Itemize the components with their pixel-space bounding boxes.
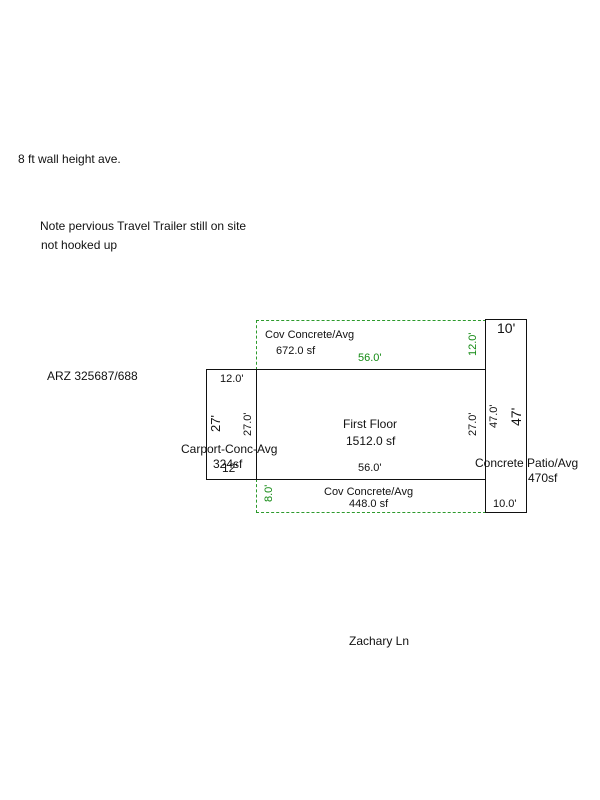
cov-bottom-label: Cov Concrete/Avg xyxy=(324,486,414,498)
street-name: Zachary Ln xyxy=(349,634,410,648)
wall-height-note: 8 ft wall height ave. xyxy=(18,152,121,166)
parcel-number: ARZ 325687/688 xyxy=(47,369,138,383)
cov-top-label: Cov Concrete/Avg xyxy=(265,329,355,341)
first-floor-label: First Floor xyxy=(343,417,397,431)
first-floor-depth-dim: 27.0' xyxy=(467,412,479,436)
first-floor-area: 1512.0 sf xyxy=(346,434,396,448)
carport-area xyxy=(206,369,257,480)
carport-label: Carport-Conc-Avg xyxy=(181,442,278,456)
cov-top-area: 672.0 sf xyxy=(276,345,316,357)
carport-depth-right-dim: 27.0' xyxy=(242,412,254,436)
concrete-patio-area xyxy=(485,319,527,513)
first-floor-width-bottom-dim: 56.0' xyxy=(358,462,382,474)
carport-width-bottom-dim: 12' xyxy=(222,461,238,475)
carport-area: 324sf xyxy=(213,457,243,471)
patio-width-bottom-dim: 10.0' xyxy=(493,498,517,510)
cov-top-depth-dim: 12.0' xyxy=(467,332,479,356)
trailer-note-line-1: Note pervious Travel Trailer still on si… xyxy=(40,219,247,233)
trailer-note-line-2: not hooked up xyxy=(41,238,118,252)
cov-top-width-dim: 56.0' xyxy=(358,352,382,364)
carport-depth-left-dim: 27' xyxy=(208,415,223,432)
cov-bottom-depth-dim: 8.0' xyxy=(263,484,275,502)
patio-depth-outer-dim: 47' xyxy=(508,407,524,426)
carport-width-top-dim: 12.0' xyxy=(220,373,244,385)
patio-depth-inner-dim: 47.0' xyxy=(488,404,500,428)
cov-bottom-area: 448.0 sf xyxy=(349,498,389,510)
patio-label: Concrete Patio/Avg xyxy=(475,456,579,470)
patio-area: 470sf xyxy=(528,471,558,485)
patio-width-top-dim: 10' xyxy=(497,320,516,336)
